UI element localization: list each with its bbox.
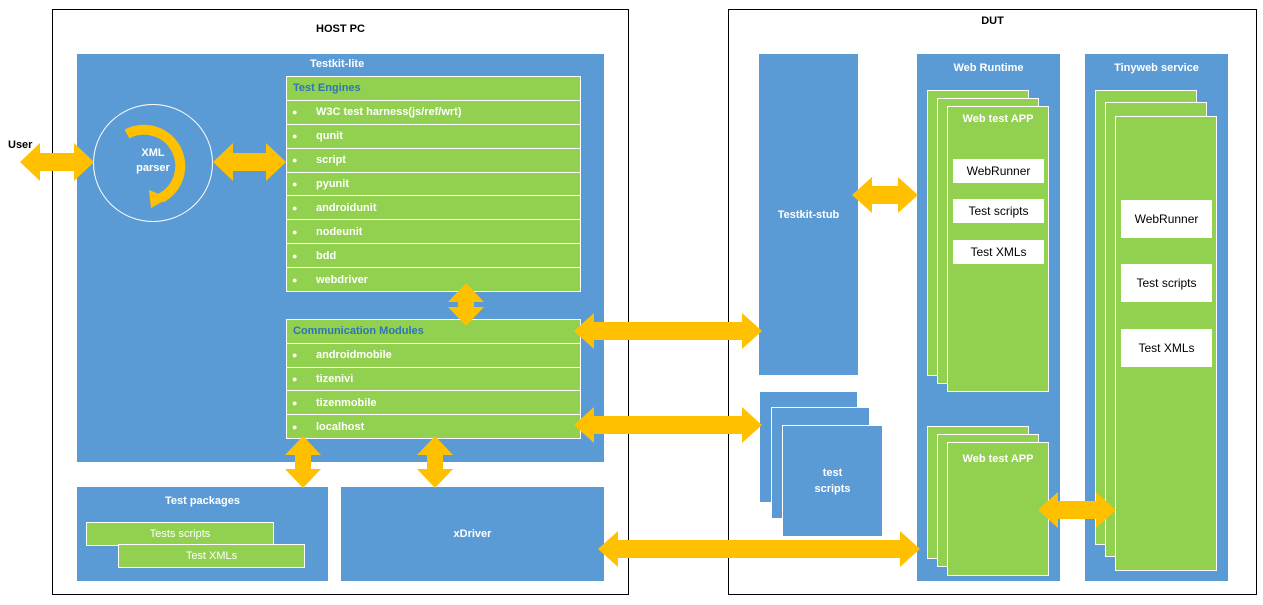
bullet-icon: ●	[292, 202, 298, 213]
engine-label: qunit	[316, 130, 343, 143]
tinyweb-service-title: Tinyweb service	[1114, 62, 1199, 74]
host-pc-title: HOST PC	[316, 23, 365, 35]
list-item: ● script	[287, 149, 580, 173]
bullet-icon: ●	[292, 226, 298, 237]
web-app-title-bottom: Web test APP	[962, 453, 1034, 465]
tests-scripts-label: Tests scripts	[149, 528, 211, 540]
list-item: ● tizenmobile	[287, 391, 580, 416]
stub-runtime-arrow	[852, 177, 918, 213]
test-xmls-box: Test XMLs	[118, 544, 305, 568]
lite-packages-arrow	[285, 436, 321, 488]
web-runtime-title: Web Runtime	[953, 62, 1024, 74]
module-label: androidmobile	[316, 349, 392, 362]
module-label: tizenmobile	[316, 396, 377, 409]
app-tinyweb-arrow	[1038, 492, 1116, 528]
test-xmls-box: Test XMLs	[953, 240, 1044, 264]
webrunner-box: WebRunner	[953, 159, 1044, 183]
engine-label: script	[316, 154, 346, 167]
user-label: User	[8, 139, 33, 151]
testkit-lite-title: Testkit-lite	[310, 58, 365, 70]
xml-parser-label: XML parser	[136, 147, 170, 174]
bullet-icon: ●	[292, 250, 298, 261]
engine-label: bdd	[316, 249, 337, 262]
dut-title: DUT	[981, 15, 1004, 27]
xml-parser-circle	[93, 104, 213, 222]
bullet-icon: ●	[292, 131, 298, 142]
bullet-icon: ●	[292, 274, 298, 285]
test-packages-title: Test packages	[164, 495, 240, 507]
web-app-card-front	[947, 442, 1049, 576]
list-item: ● nodeunit	[287, 220, 580, 245]
module-label: tizenivi	[316, 372, 354, 385]
tinyweb-test-xmls-box: Test XMLs	[1121, 329, 1212, 367]
comm-stub-arrow	[574, 313, 762, 349]
bullet-icon: ●	[292, 350, 298, 361]
list-item: ● W3C test harness(js/ref/wrt)	[287, 101, 580, 125]
communication-modules-list: Communication Modules ● androidmobile ● ti…	[286, 319, 581, 439]
list-item: ● tizenivi	[287, 368, 580, 392]
communication-modules-title: Communication Modules	[287, 320, 580, 344]
engine-label: webdriver	[316, 273, 368, 286]
bullet-icon: ●	[292, 155, 298, 166]
test-engines-list: Test Engines ● W3C test harness(js/ref/wr…	[286, 76, 581, 293]
engines-comm-arrow	[448, 283, 484, 326]
localhost-scripts-arrow	[574, 407, 762, 443]
test-engines-title: Test Engines	[287, 77, 580, 101]
lite-xdriver-arrow	[417, 436, 453, 488]
tests-scripts-box: Tests scripts	[86, 522, 274, 546]
list-item: ● webdriver	[287, 268, 580, 293]
xdriver-label: xDriver	[453, 528, 492, 540]
module-label: localhost	[316, 420, 365, 433]
tinyweb-webrunner-box: WebRunner	[1121, 200, 1212, 238]
list-item: ● qunit	[287, 125, 580, 149]
test-xmls-label: Test XMLs	[185, 550, 238, 562]
tinyweb-test-scripts-box: Test scripts	[1121, 264, 1212, 302]
test-scripts-box: Test scripts	[953, 199, 1044, 223]
engine-label: androidunit	[316, 201, 377, 214]
xdriver-runtime-arrow	[598, 531, 920, 567]
list-item: ● bdd	[287, 244, 580, 269]
test-scripts-label: test scripts	[814, 467, 851, 495]
xdriver-box: xDriver	[341, 487, 604, 581]
user-parser-arrow	[20, 143, 94, 181]
engine-label: W3C test harness(js/ref/wrt)	[316, 106, 462, 119]
engine-label: nodeunit	[316, 225, 363, 238]
test-scripts-card-front: test scripts	[782, 425, 883, 537]
list-item: ● androidmobile	[287, 344, 580, 368]
testkit-stub-label: Testkit-stub	[777, 208, 840, 221]
testkit-stub-box: Testkit-stub	[759, 54, 858, 375]
list-item: ● androidunit	[287, 196, 580, 221]
engine-label: pyunit	[316, 178, 349, 190]
circular-arrow-icon	[124, 124, 186, 208]
bullet-icon: ●	[292, 373, 298, 384]
bullet-icon: ●	[292, 107, 298, 118]
web-app-title-top: Web test APP	[962, 113, 1034, 125]
list-item: ● pyunit	[287, 173, 580, 197]
bullet-icon: ●	[292, 397, 298, 408]
bullet-icon: ●	[292, 421, 298, 432]
parser-engines-arrow	[213, 143, 286, 181]
bullet-icon: ●	[292, 179, 298, 189]
